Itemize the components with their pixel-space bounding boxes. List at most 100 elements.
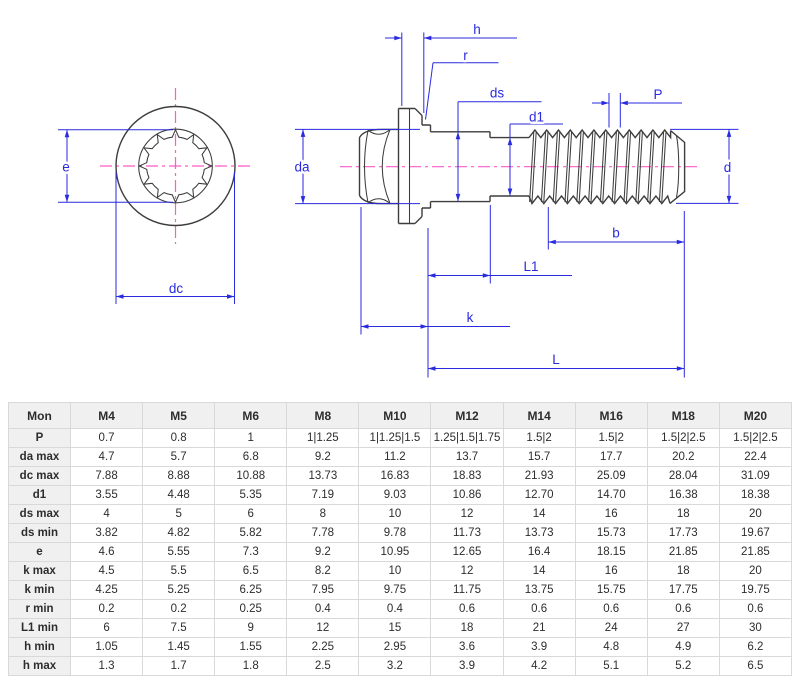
thread-bottom-profile <box>528 194 671 205</box>
value-cell: 30 <box>718 618 793 638</box>
value-cell: 0.7 <box>69 428 144 448</box>
value-cell: 6.5 <box>214 561 288 581</box>
value-cell: 18 <box>430 618 504 638</box>
value-cell: 2.95 <box>358 637 432 657</box>
dim-d-lines <box>670 128 739 204</box>
dim-label-l: L <box>552 352 560 367</box>
dim-label-l1: L1 <box>523 259 538 274</box>
value-cell: 3.6 <box>430 637 504 657</box>
value-cell: 1.3 <box>69 656 144 676</box>
value-cell: 0.4 <box>286 599 360 619</box>
value-cell: 6.8 <box>214 447 288 467</box>
value-cell: 5.55 <box>142 542 216 562</box>
value-cell: 15.75 <box>574 580 648 600</box>
value-cell: 0.6 <box>430 599 504 619</box>
dim-label-dc: dc <box>169 281 184 296</box>
value-cell: 11.2 <box>358 447 432 467</box>
value-cell: 7.88 <box>69 466 144 486</box>
value-cell: 12 <box>430 561 504 581</box>
arrowhead <box>676 239 685 245</box>
arrowhead <box>726 195 732 204</box>
value-cell: 0.4 <box>358 599 432 619</box>
value-cell: 11.75 <box>430 580 504 600</box>
value-cell: 20 <box>718 504 793 524</box>
value-cell: 13.73 <box>502 523 576 543</box>
row-label: L1 min <box>8 618 71 638</box>
value-cell: 0.6 <box>646 599 720 619</box>
value-cell: 18.15 <box>574 542 648 562</box>
column-header: M20 <box>718 402 793 429</box>
row-label: da max <box>8 447 71 467</box>
column-header: M12 <box>430 402 504 429</box>
value-cell: 21.85 <box>718 542 793 562</box>
thread-flank-lines <box>529 131 667 203</box>
value-cell: 9.2 <box>286 542 360 562</box>
value-cell: 15.73 <box>574 523 648 543</box>
column-header: M6 <box>214 402 288 429</box>
column-header: M10 <box>358 402 432 429</box>
row-label: h min <box>8 637 71 657</box>
arrowhead <box>455 131 461 140</box>
value-cell: 4.25 <box>69 580 144 600</box>
value-cell: 7.95 <box>286 580 360 600</box>
value-cell: 3.55 <box>69 485 144 505</box>
arrowhead <box>300 129 306 137</box>
row-label: dc max <box>8 466 71 486</box>
value-cell: 0.6 <box>502 599 576 619</box>
value-cell: 12 <box>286 618 360 638</box>
value-cell: 16 <box>574 504 648 524</box>
row-label: d1 <box>8 485 71 505</box>
value-cell: 20 <box>718 561 793 581</box>
value-cell: 21.93 <box>502 466 576 486</box>
value-cell: 18 <box>646 561 720 581</box>
arrowhead <box>482 273 491 278</box>
value-cell: 31.09 <box>718 466 793 486</box>
value-cell: 19.75 <box>718 580 793 600</box>
value-cell: 7.78 <box>286 523 360 543</box>
value-cell: 4.7 <box>69 447 144 467</box>
arrowhead <box>423 35 432 41</box>
extension-lines <box>360 205 685 378</box>
value-cell: 8.2 <box>286 561 360 581</box>
value-cell: 3.9 <box>502 637 576 657</box>
value-cell: 1.7 <box>142 656 216 676</box>
row-label: k min <box>8 580 71 600</box>
value-cell: 18.38 <box>718 485 793 505</box>
value-cell: 10.86 <box>430 485 504 505</box>
row-label: ds max <box>8 504 71 524</box>
value-cell: 4.5 <box>69 561 144 581</box>
value-cell: 3.9 <box>430 656 504 676</box>
value-cell: 17.7 <box>574 447 648 467</box>
dim-label-b: b <box>612 226 620 241</box>
value-cell: 27 <box>646 618 720 638</box>
value-cell: 1.5|2|2.5 <box>646 428 720 448</box>
value-cell: 3.82 <box>69 523 144 543</box>
value-cell: 11.73 <box>430 523 504 543</box>
value-cell: 4 <box>69 504 144 524</box>
value-cell: 16.83 <box>358 466 432 486</box>
value-cell: 18 <box>646 504 720 524</box>
value-cell: 4.6 <box>69 542 144 562</box>
value-cell: 7.5 <box>142 618 216 638</box>
value-cell: 13.7 <box>430 447 504 467</box>
value-cell: 5.2 <box>646 656 720 676</box>
thread-end-contour <box>675 135 680 198</box>
value-cell: 4.8 <box>574 637 648 657</box>
value-cell: 10.88 <box>214 466 288 486</box>
arrowhead <box>507 137 513 146</box>
value-cell: 8.88 <box>142 466 216 486</box>
arrowhead <box>620 100 628 106</box>
value-cell: 6.2 <box>718 637 793 657</box>
dim-dc-lines <box>115 172 235 304</box>
value-cell: 0.2 <box>142 599 216 619</box>
dim-label-e: e <box>62 160 70 175</box>
row-label: h max <box>8 656 71 676</box>
value-cell: 9 <box>214 618 288 638</box>
